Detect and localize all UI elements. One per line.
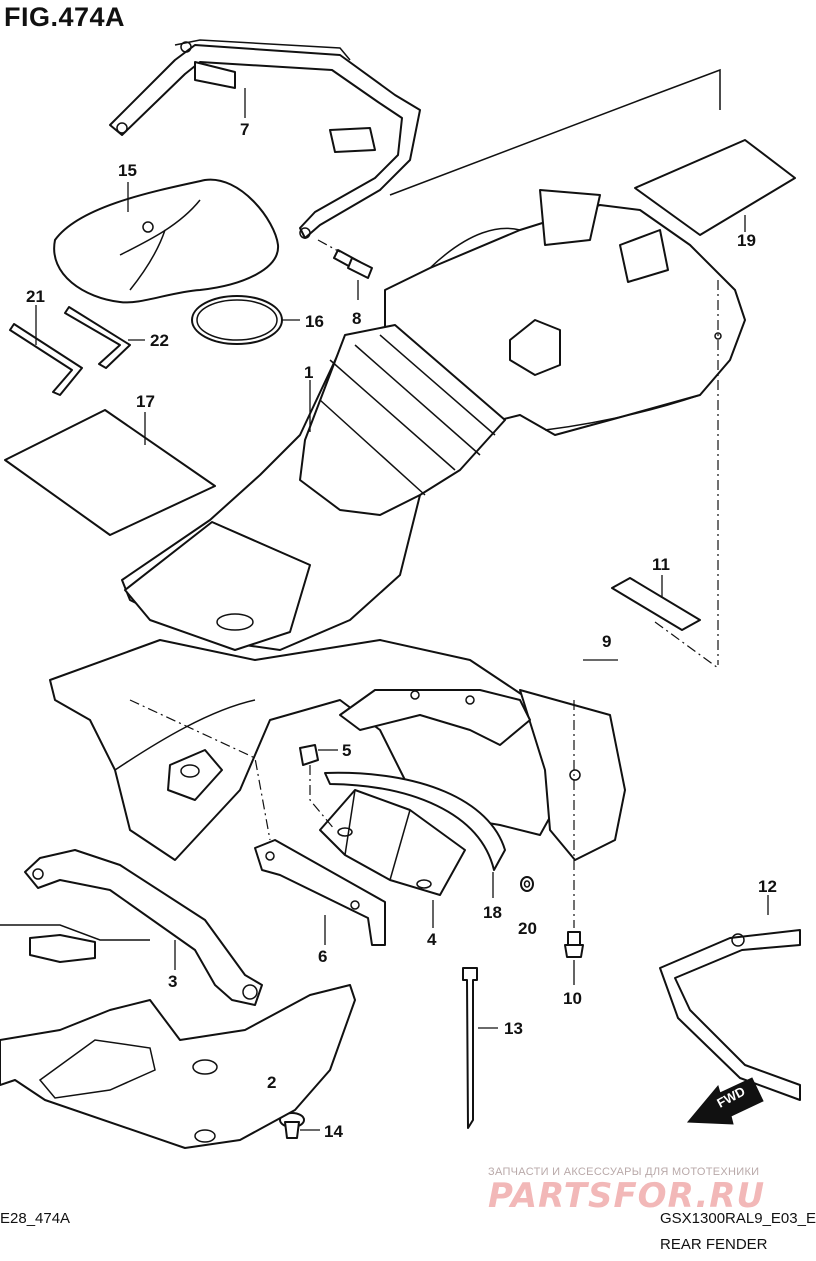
callout-10[interactable]: 10 [563,989,582,1008]
watermark-tagline: ЗАПЧАСТИ И АКСЕССУАРЫ ДЛЯ МОТОТЕХНИКИ [488,1166,760,1178]
figure-title: FIG.474A [4,2,126,32]
reference-line-a [129,699,271,841]
callout-2[interactable]: 2 [267,1073,276,1092]
part-1-rear-fender[interactable] [121,189,746,651]
reference-line-d [389,68,721,196]
part-16-o-ring[interactable] [191,295,300,345]
callout-4[interactable]: 4 [427,930,437,949]
callout-21[interactable]: 21 [26,287,45,306]
part-5-clip[interactable] [299,744,338,831]
callout-14[interactable]: 14 [324,1122,343,1141]
callout-20[interactable]: 20 [518,919,537,938]
callout-17[interactable]: 17 [136,392,155,411]
callout-18[interactable]: 18 [483,903,502,922]
part-22-hex-wrench[interactable] [64,306,145,369]
fwd-arrow: FWD [686,1077,764,1125]
callout-19[interactable]: 19 [737,231,756,250]
part-9-mudguard[interactable] [49,639,626,861]
callout-3[interactable]: 3 [168,972,177,991]
callout-16[interactable]: 16 [305,312,324,331]
callout-15[interactable]: 15 [118,161,137,180]
part-11-pad[interactable] [611,575,701,631]
callout-6[interactable]: 6 [318,947,327,966]
callout-13[interactable]: 13 [504,1019,523,1038]
diagram-code-right: GSX1300RAL9_E03_E [660,1210,816,1227]
part-14-clip[interactable] [279,1112,320,1139]
watermark-logo: PARTSFOR.RU [488,1176,766,1216]
undertray-frame[interactable] [0,924,356,1149]
callout-9[interactable]: 9 [602,632,611,651]
part-8-bolt[interactable] [317,239,373,300]
diagram-code-left: E28_474A [0,1210,71,1227]
part-10-bolt[interactable] [564,700,584,985]
part-20-washer[interactable] [520,876,534,892]
part-7-grab-rail[interactable] [109,39,421,239]
callout-1[interactable]: 1 [304,363,313,382]
part-3-bracket[interactable] [24,849,263,1006]
callout-7[interactable]: 7 [240,120,249,139]
part-17-sheet[interactable] [4,409,216,536]
part-15-seat-cover[interactable] [53,178,280,304]
figure-caption: REAR FENDER [660,1236,768,1253]
callout-22[interactable]: 22 [150,331,169,350]
part-13-cable-tie[interactable] [462,967,498,1129]
callout-12[interactable]: 12 [758,877,777,896]
part-19-plate[interactable] [634,139,796,236]
part-21-hex-wrench[interactable] [9,305,83,396]
callout-8[interactable]: 8 [352,309,361,328]
part-6-bracket[interactable] [254,839,386,946]
callout-11[interactable]: 11 [652,555,670,574]
part-18-strap[interactable] [324,771,506,898]
part-4-holder[interactable] [319,789,466,928]
part-12-cable[interactable] [659,895,801,1101]
callout-5[interactable]: 5 [342,741,351,760]
reference-line-c [654,621,719,669]
